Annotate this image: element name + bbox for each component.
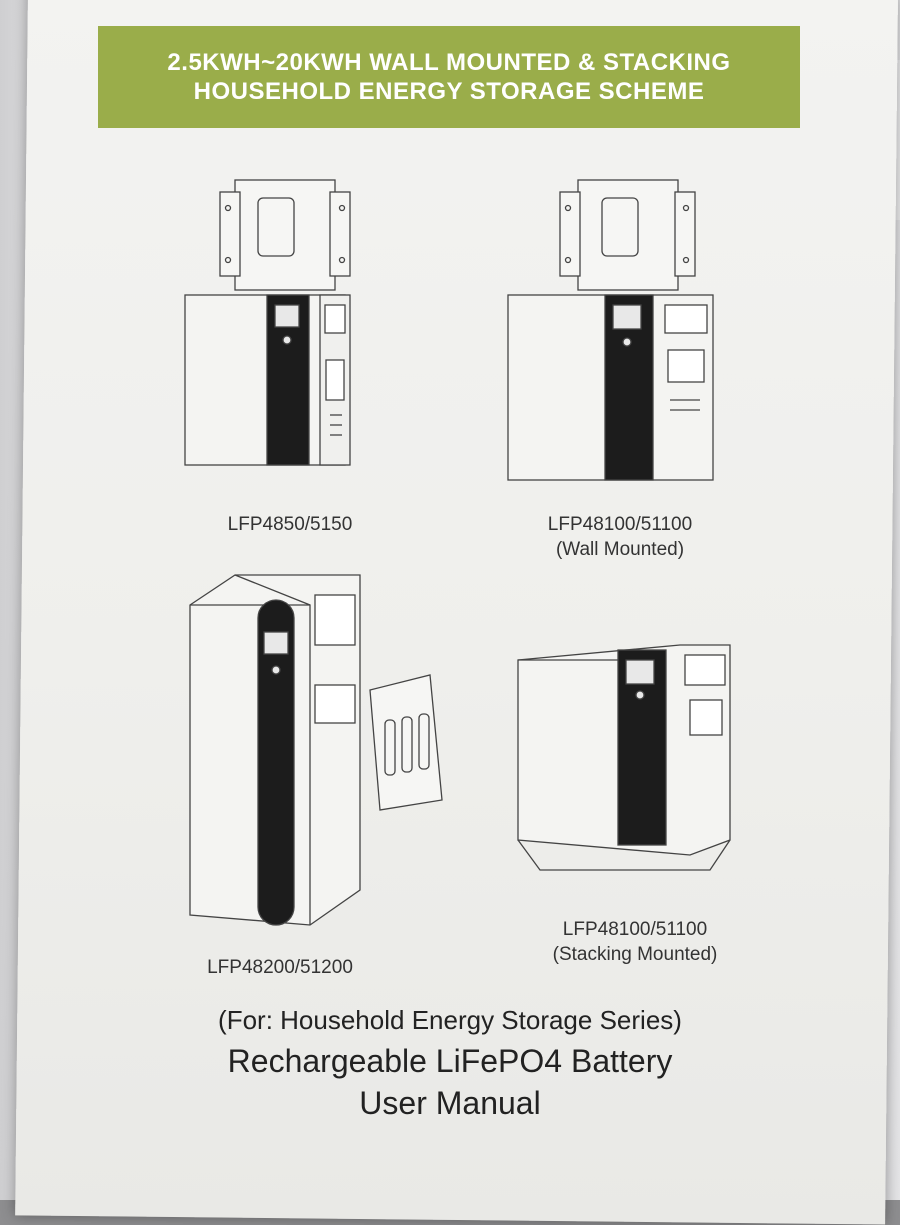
- manual-title-line-2: User Manual: [359, 1085, 541, 1121]
- battery-body: [184, 294, 351, 466]
- battery-body: [189, 574, 361, 926]
- caption-lfp4850: LFP4850/5150: [180, 512, 400, 537]
- banner-line-2: HOUSEHOLD ENERGY STORAGE SCHEME: [193, 78, 705, 105]
- wall-bracket: [369, 674, 443, 811]
- banner-line-1: 2.5KWH~20KWH WALL MOUNTED & STACKING: [167, 49, 731, 76]
- caption-mount: (Stacking Mounted): [552, 944, 718, 965]
- battery-lfp48200-figure: [189, 574, 443, 926]
- caption-model: LFP48100/51100: [562, 919, 708, 940]
- wall-bracket: [219, 179, 351, 291]
- battery-lfp48100-wall-figure: [507, 179, 714, 481]
- caption-model: LFP48200/51200: [207, 957, 353, 978]
- wall-bracket: [559, 179, 696, 291]
- caption-mount: (Wall Mounted): [555, 539, 685, 560]
- title-banner: 2.5KWH~20KWH WALL MOUNTED & STACKING HOU…: [98, 26, 800, 128]
- caption-model: LFP4850/5150: [227, 514, 353, 535]
- caption-lfp48100-stacking: LFP48100/51100 (Stacking Mounted): [520, 917, 750, 967]
- caption-lfp48100-wall: LFP48100/51100 (Wall Mounted): [505, 512, 735, 562]
- series-subtitle: (For: Household Energy Storage Series): [218, 1005, 682, 1035]
- battery-lfp4850-figure: [184, 179, 351, 466]
- manual-cover-page: [15, 0, 898, 1225]
- battery-body: [507, 294, 714, 481]
- battery-lfp48100-stacking-figure: [517, 644, 731, 871]
- manual-title-line-1: Rechargeable LiFePO4 Battery: [227, 1043, 673, 1079]
- battery-body: [517, 644, 731, 871]
- caption-lfp48200: LFP48200/51200: [180, 955, 380, 980]
- caption-model: LFP48100/51100: [547, 514, 693, 535]
